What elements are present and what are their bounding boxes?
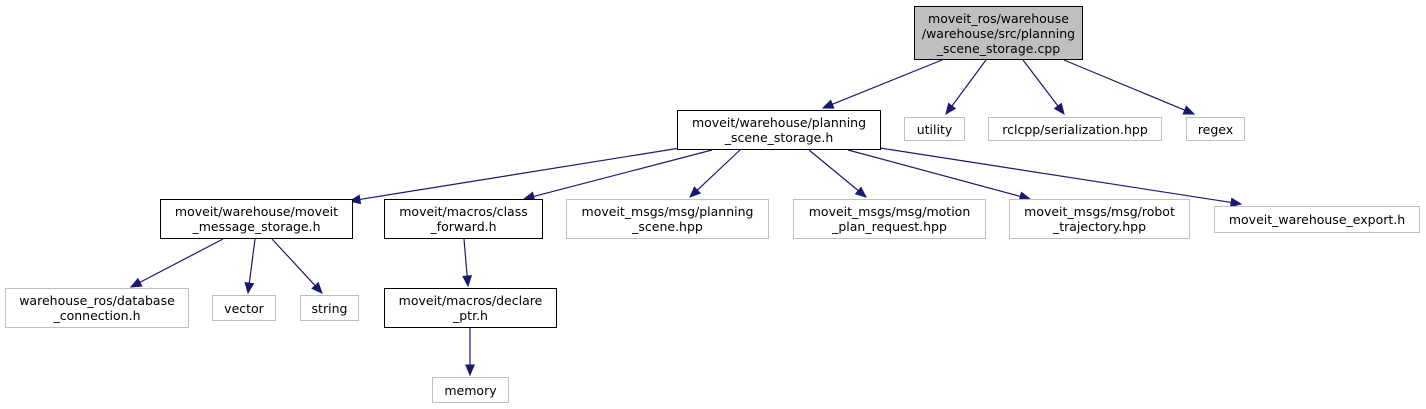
node-utility: utility (904, 117, 965, 141)
arrowhead-icon (462, 275, 473, 288)
edge-pss-to-motion-plan-request (808, 149, 867, 198)
edge-class-forward-to-declare-ptr (462, 238, 473, 288)
node-vector: vector (212, 295, 276, 321)
edge-line (832, 59, 943, 105)
edge-line (879, 147, 1232, 204)
edge-line (1022, 59, 1059, 107)
edge-root-to-rclcpp-serialization (1022, 59, 1065, 116)
node-memory: memory (432, 377, 509, 403)
arrowhead-icon (244, 281, 255, 295)
edge-root-to-utility (945, 59, 987, 116)
node-root-file[interactable]: moveit_ros/warehouse /warehouse/src/plan… (914, 6, 1083, 60)
node-string: string (300, 295, 359, 321)
arrowhead-icon (689, 186, 702, 198)
node-planning-scene-hpp: moveit_msgs/msg/planning _scene.hpp (566, 199, 769, 239)
arrowhead-icon (945, 102, 957, 116)
edge-pss-to-planning-scene-hpp (689, 149, 741, 198)
edge-mms-to-vector (244, 238, 256, 295)
node-regex: regex (1186, 117, 1245, 141)
edge-mms-to-database-connection (129, 238, 224, 288)
edge-declare-ptr-to-memory (465, 328, 475, 377)
edge-line (847, 149, 1021, 197)
node-motion-plan-request: moveit_msgs/msg/motion _plan_request.hpp (793, 199, 986, 239)
edge-mms-to-string (271, 238, 323, 294)
arrowhead-icon (821, 99, 835, 109)
edge-line (248, 238, 256, 284)
arrowhead-icon (1229, 197, 1243, 208)
node-robot-trajectory: moveit_msgs/msg/robot _trajectory.hpp (1009, 199, 1190, 239)
edge-pss-to-warehouse-export (879, 147, 1243, 208)
edge-line (463, 238, 468, 277)
arrowhead-icon (465, 364, 475, 377)
arrowhead-icon (311, 281, 323, 294)
edge-pss-to-moveit-message-storage (348, 147, 681, 205)
edge-line (1063, 59, 1185, 111)
arrowhead-icon (854, 186, 867, 198)
edge-line (359, 147, 681, 201)
edge-root-to-planning-scene-storage-h (821, 59, 943, 109)
arrowhead-icon (1053, 102, 1065, 116)
edge-line (271, 238, 316, 287)
edge-line (533, 149, 713, 198)
node-declare-ptr[interactable]: moveit/macros/declare _ptr.h (384, 288, 557, 328)
arrowhead-icon (129, 277, 143, 288)
edge-line (951, 59, 987, 107)
edge-line (808, 149, 859, 192)
edge-root-to-regex (1063, 59, 1196, 115)
arrowhead-icon (1182, 105, 1196, 115)
node-rclcpp-serialization: rclcpp/serialization.hpp (988, 117, 1162, 141)
edge-line (696, 149, 741, 191)
node-class-forward[interactable]: moveit/macros/class _forward.h (384, 199, 543, 239)
node-database-connection: warehouse_ros/database _connection.h (5, 288, 189, 328)
edge-line (139, 238, 224, 283)
node-moveit-message-storage[interactable]: moveit/warehouse/moveit _message_storage… (160, 199, 353, 239)
node-warehouse-export: moveit_warehouse_export.h (1214, 206, 1420, 233)
node-planning-scene-storage-h[interactable]: moveit/warehouse/planning _scene_storage… (677, 110, 881, 150)
